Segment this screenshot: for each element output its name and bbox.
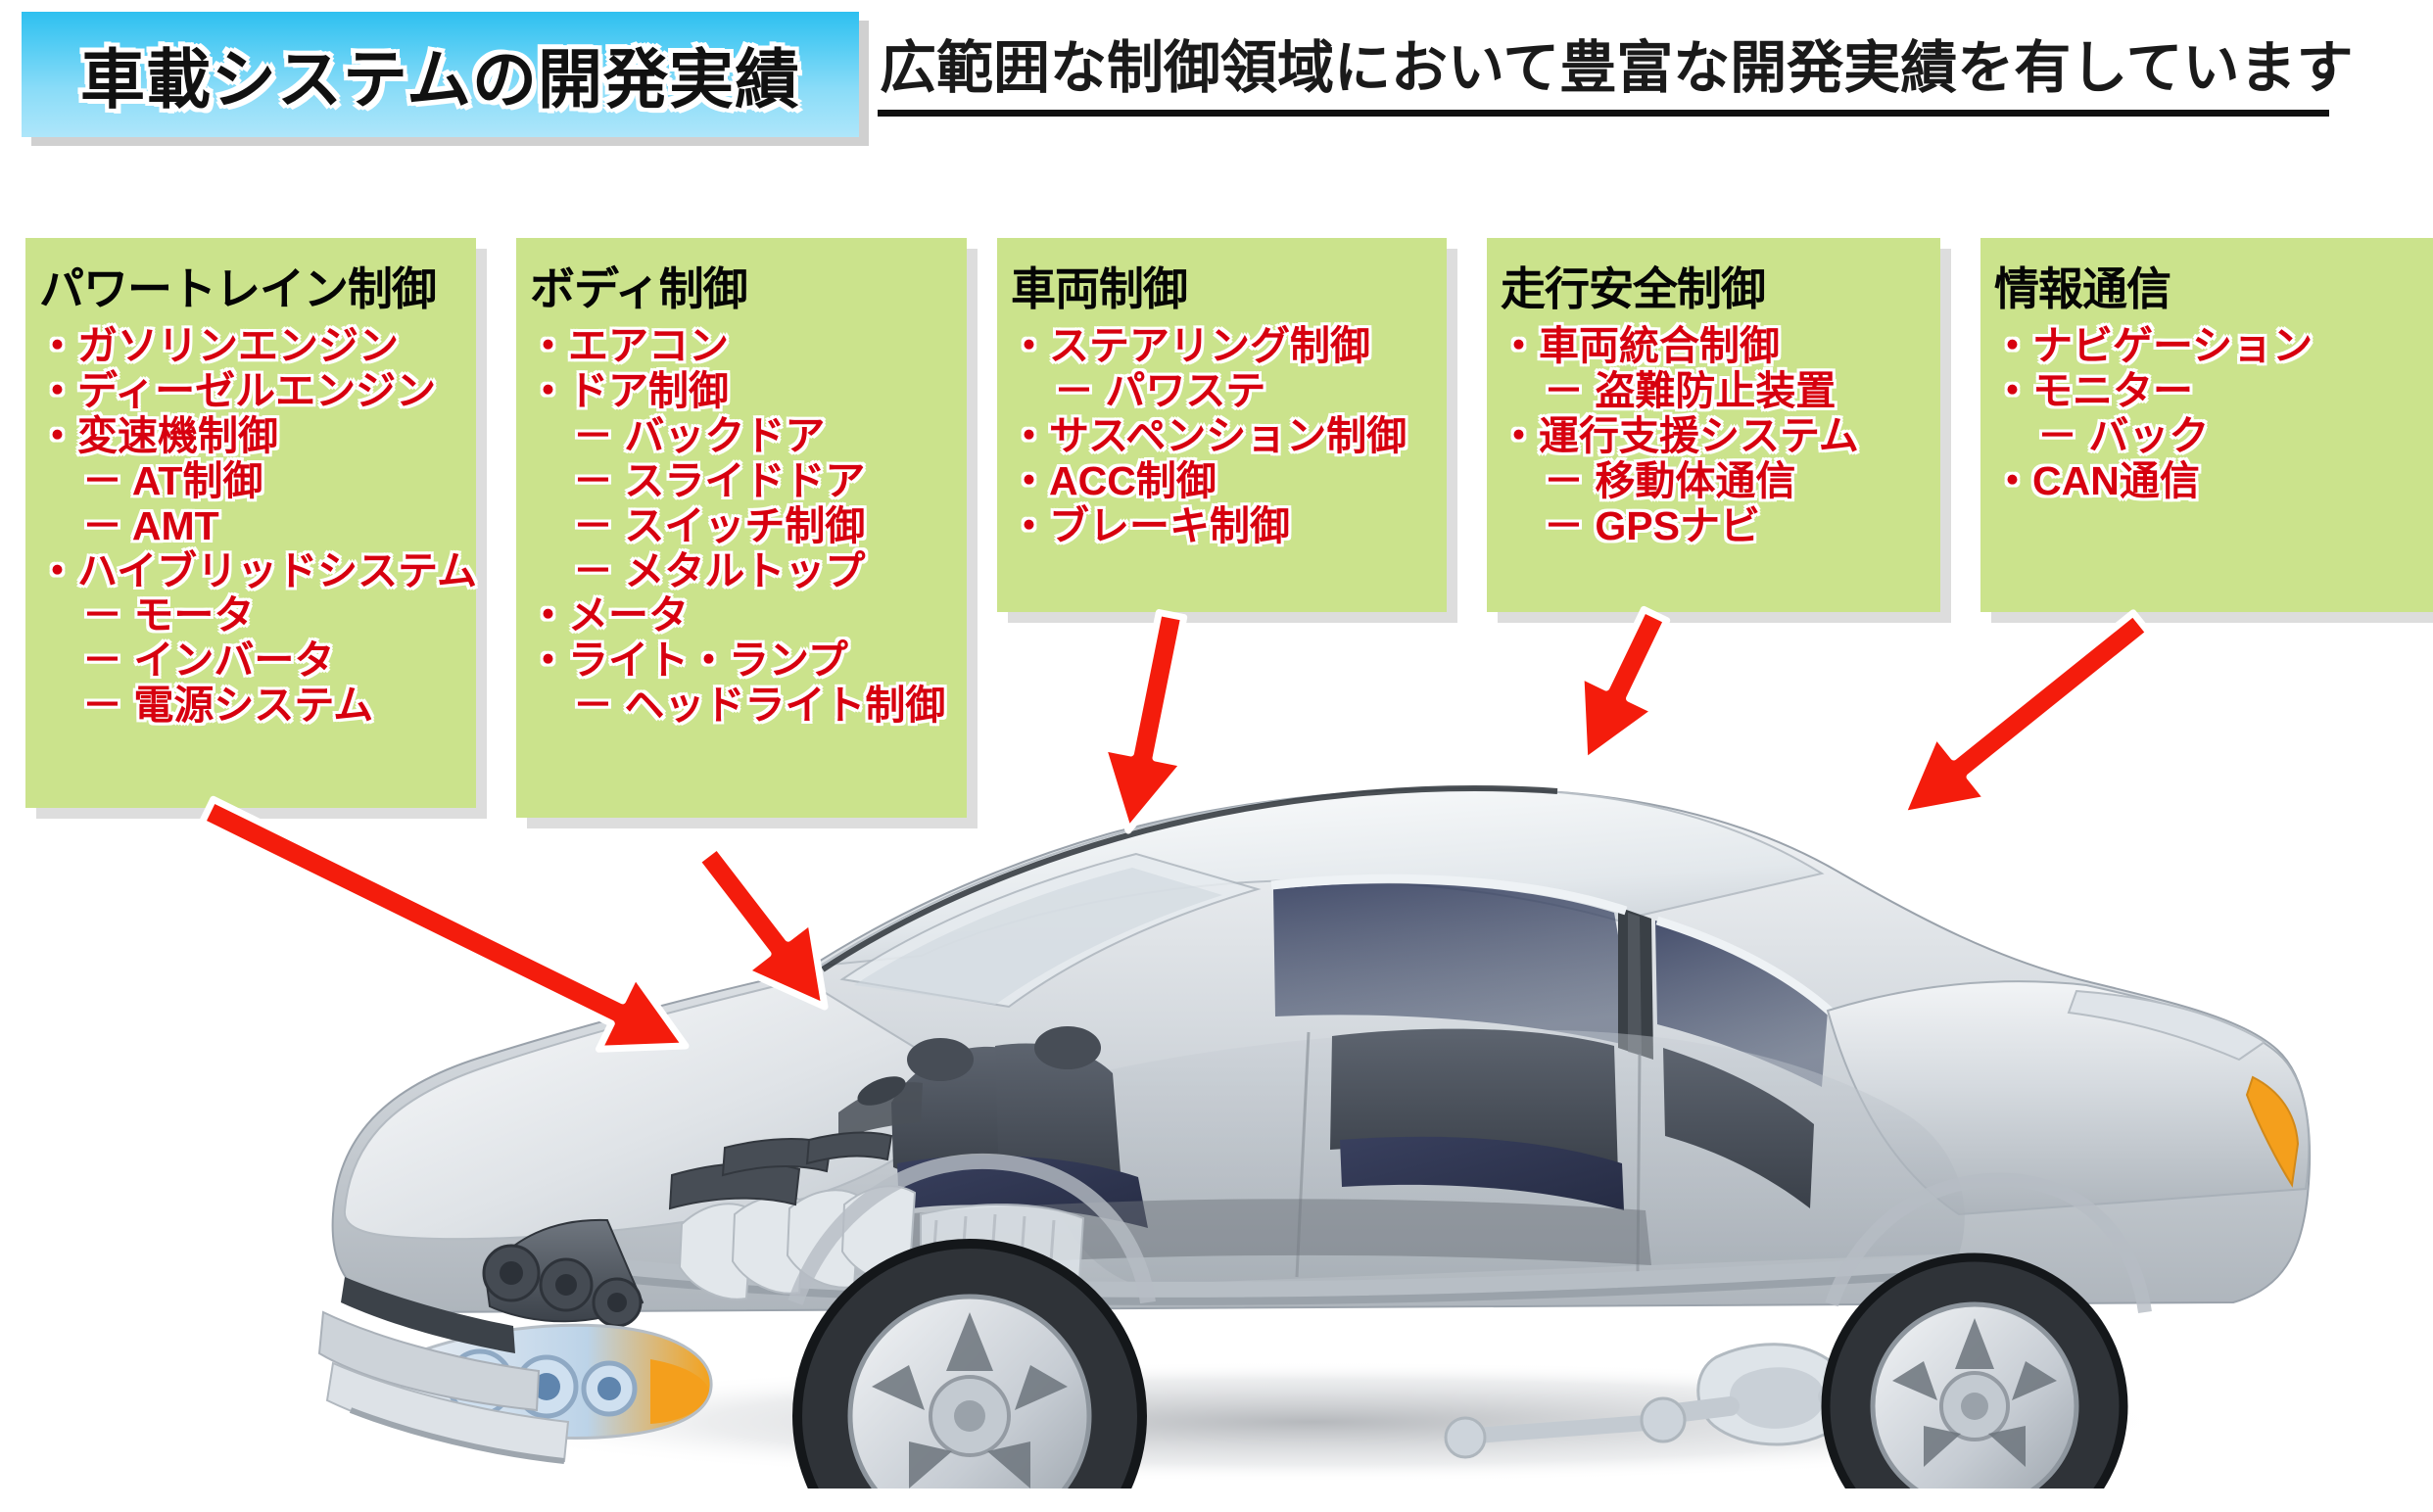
category-item-list: ・ステアリング制御－ パワステ・サスペンション制御・ACC制御・ブレーキ制御	[997, 323, 1447, 549]
category-box-powertrain[interactable]: パワートレイン制御 ・ガソリンエンジン・ディーゼルエンジン・変速機制御－ AT制…	[25, 238, 477, 808]
category-item: － メタルトップ	[573, 547, 866, 593]
category-item: ・サスペンション制御	[1009, 412, 1407, 458]
category-item: ・ディーゼルエンジン	[37, 367, 437, 413]
page-title: 車載システムの開発実績	[79, 43, 801, 116]
category-title: 車両制御	[1011, 263, 1188, 314]
category-item: ・ステアリング制御	[1009, 323, 1370, 368]
category-item: － バックドア	[573, 412, 826, 458]
category-item: ・ドア制御	[528, 367, 729, 413]
page-subtitle: 広範囲な制御領域において豊富な開発実績を有しています	[880, 36, 2354, 100]
category-item: ・変速機制御	[37, 412, 278, 458]
cutaway-car-illustration	[294, 627, 2351, 1512]
category-box-info[interactable]: 情報通信 ・ナビゲーション・モニター－ バック・CAN通信	[1980, 238, 2433, 612]
category-item: － インバータ	[82, 638, 335, 684]
category-item: ・エアコン	[528, 323, 729, 368]
category-item: ・メータ	[528, 592, 689, 638]
category-item: ・運行支援システム	[1499, 412, 1859, 458]
subtitle-underline	[878, 110, 2329, 117]
category-item: － AMT	[82, 502, 219, 548]
category-title: 情報通信	[1994, 263, 2171, 314]
page-header: 車載システムの開発実績 広範囲な制御領域において豊富な開発実績を有しています	[0, 0, 2433, 147]
category-item: － 盗難防止装置	[1544, 367, 1837, 413]
category-item: ・車両統合制御	[1499, 323, 1780, 368]
category-box-vehicle[interactable]: 車両制御 ・ステアリング制御－ パワステ・サスペンション制御・ACC制御・ブレー…	[997, 238, 1447, 612]
category-item: ・モニター	[1992, 367, 2193, 413]
category-item: － スイッチ制御	[573, 502, 866, 548]
category-item: ・ハイブリッドシステム	[37, 547, 477, 593]
category-title: 走行安全制御	[1501, 263, 1766, 314]
category-item: － モータ	[82, 592, 255, 638]
category-item: ・CAN通信	[1992, 457, 2200, 503]
category-item: － 移動体通信	[1544, 457, 1796, 503]
category-item-list: ・ガソリンエンジン・ディーゼルエンジン・変速機制御－ AT制御－ AMT・ハイブ…	[25, 323, 477, 729]
category-item: ・ブレーキ制御	[1009, 502, 1290, 548]
category-item-list: ・ナビゲーション・モニター－ バック・CAN通信	[1980, 323, 2433, 504]
category-item: － スライドドア	[573, 457, 866, 503]
category-item-list: ・エアコン・ドア制御－ バックドア－ スライドドア－ スイッチ制御－ メタルトッ…	[516, 323, 967, 729]
category-item: － バック	[2037, 412, 2210, 458]
category-item: － GPSナビ	[1544, 502, 1760, 548]
category-title: パワートレイン制御	[39, 263, 437, 314]
category-item: ・ライト・ランプ	[528, 638, 848, 684]
category-item: － パワステ	[1054, 367, 1266, 413]
category-title: ボディ制御	[530, 263, 748, 314]
category-item: ・ガソリンエンジン	[37, 323, 399, 368]
category-item: － AT制御	[82, 457, 263, 503]
category-box-safety[interactable]: 走行安全制御 ・車両統合制御－ 盗難防止装置・運行支援システム－ 移動体通信－ …	[1487, 238, 1940, 612]
category-item-list: ・車両統合制御－ 盗難防止装置・運行支援システム－ 移動体通信－ GPSナビ	[1487, 323, 1940, 549]
category-box-body[interactable]: ボディ制御 ・エアコン・ドア制御－ バックドア－ スライドドア－ スイッチ制御－…	[516, 238, 967, 818]
title-badge: 車載システムの開発実績	[22, 12, 859, 137]
category-item: ・ACC制御	[1009, 457, 1216, 503]
category-item: － ヘッドライト制御	[573, 683, 946, 729]
category-item: － 電源システム	[82, 683, 374, 729]
category-item: ・ナビゲーション	[1992, 323, 2314, 368]
